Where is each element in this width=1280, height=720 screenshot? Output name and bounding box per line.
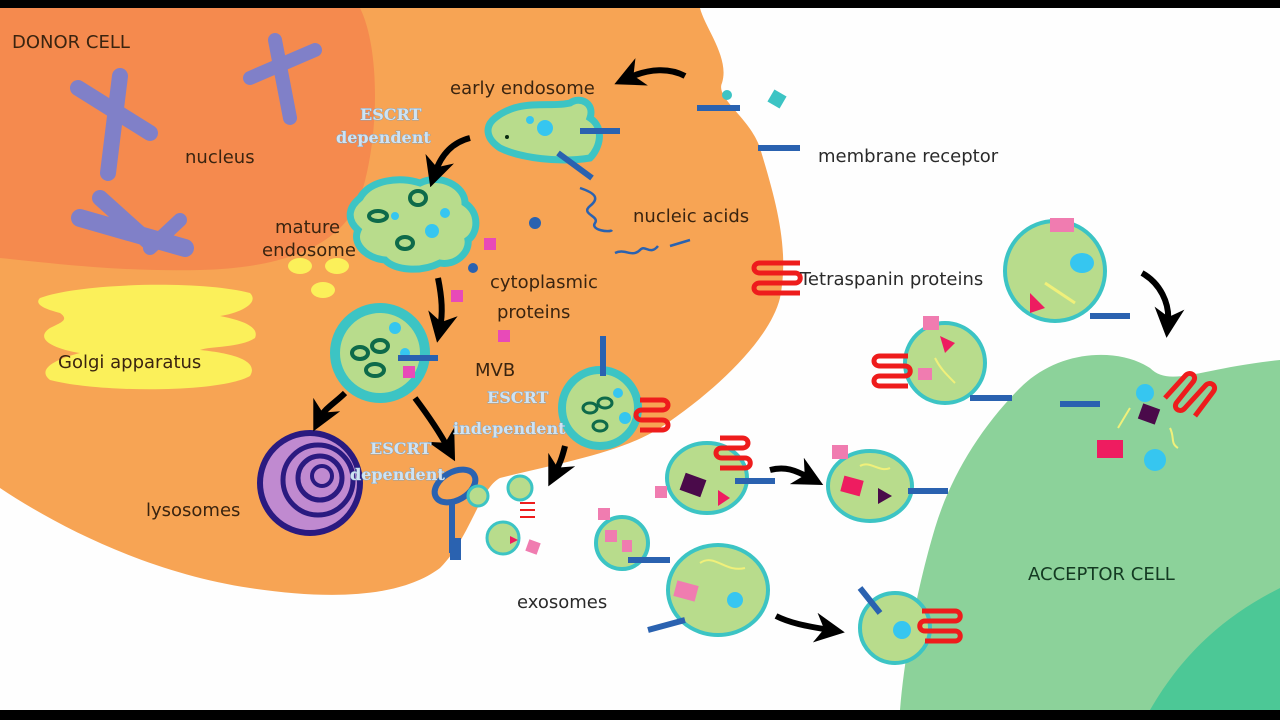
chromosome-icon [71,190,194,257]
escrt-independent-mvb [558,366,642,450]
internalized-cargo [1060,371,1218,471]
mvb-label: MVB [475,360,515,381]
lysosome [257,430,363,536]
donor-cell-label: DONOR CELL [12,32,130,53]
exosome [594,508,670,571]
exosome [857,586,963,665]
multivesicular-body [330,303,430,403]
golgi-apparatus-label: Golgi apparatus [58,352,201,373]
acceptor-cell-nucleus [1150,588,1280,710]
chromosome-icon [70,68,158,181]
ligand-icon [722,89,787,109]
exosome [655,435,775,515]
mature-endosome [346,176,480,273]
exosome [466,474,541,556]
early-endosome [484,96,603,164]
acceptor-cell-label: ACCEPTOR CELL [1028,564,1175,585]
escrt-dependent-label: dependent [336,128,431,147]
exosome [1003,218,1130,323]
nucleic-acids-label: nucleic acids [633,206,749,227]
cytoplasmic-protein-icon [403,217,541,378]
escrt-independent-label: independent [453,419,566,438]
exosomes-label: exosomes [517,592,607,613]
escrt-independent-label: ESCRT [487,388,549,407]
escrt-dependent-label: dependent [350,465,445,484]
mature-endosome-label: mature [275,217,340,238]
nucleic-acid-icon [579,186,691,255]
lysosomes-label: lysosomes [146,500,240,521]
pathway-arrow [313,58,1185,643]
golgi-apparatus [38,284,256,390]
tetraspanin-proteins-label: Tetraspanin proteins [799,269,983,290]
acceptor-cell [900,354,1280,710]
exosome [871,316,1012,405]
cytoplasmic-proteins-label: proteins [497,302,570,323]
membrane-receptor-label: membrane receptor [818,146,999,167]
exosome [647,543,770,637]
membrane-receptor-icon [398,105,800,376]
chromosome-icon [243,33,322,125]
escrt-dependent-label: ESCRT [360,105,422,124]
cytoplasmic-proteins-label: cytoplasmic [490,272,598,293]
nucleus-label: nucleus [185,147,255,168]
budding-site [431,466,479,560]
early-endosome-label: early endosome [450,78,595,99]
diagram-canvas: DONOR CELL nucleus early endosome ESCRT … [0,8,1280,710]
mature-endosome-label: endosome [262,240,356,261]
exosome [826,445,948,523]
exosome-diagram: DONOR CELL nucleus early endosome ESCRT … [0,8,1280,710]
tetraspanin-icon [633,260,803,433]
escrt-dependent-label: ESCRT [370,439,432,458]
secretory-vesicles [288,258,349,298]
